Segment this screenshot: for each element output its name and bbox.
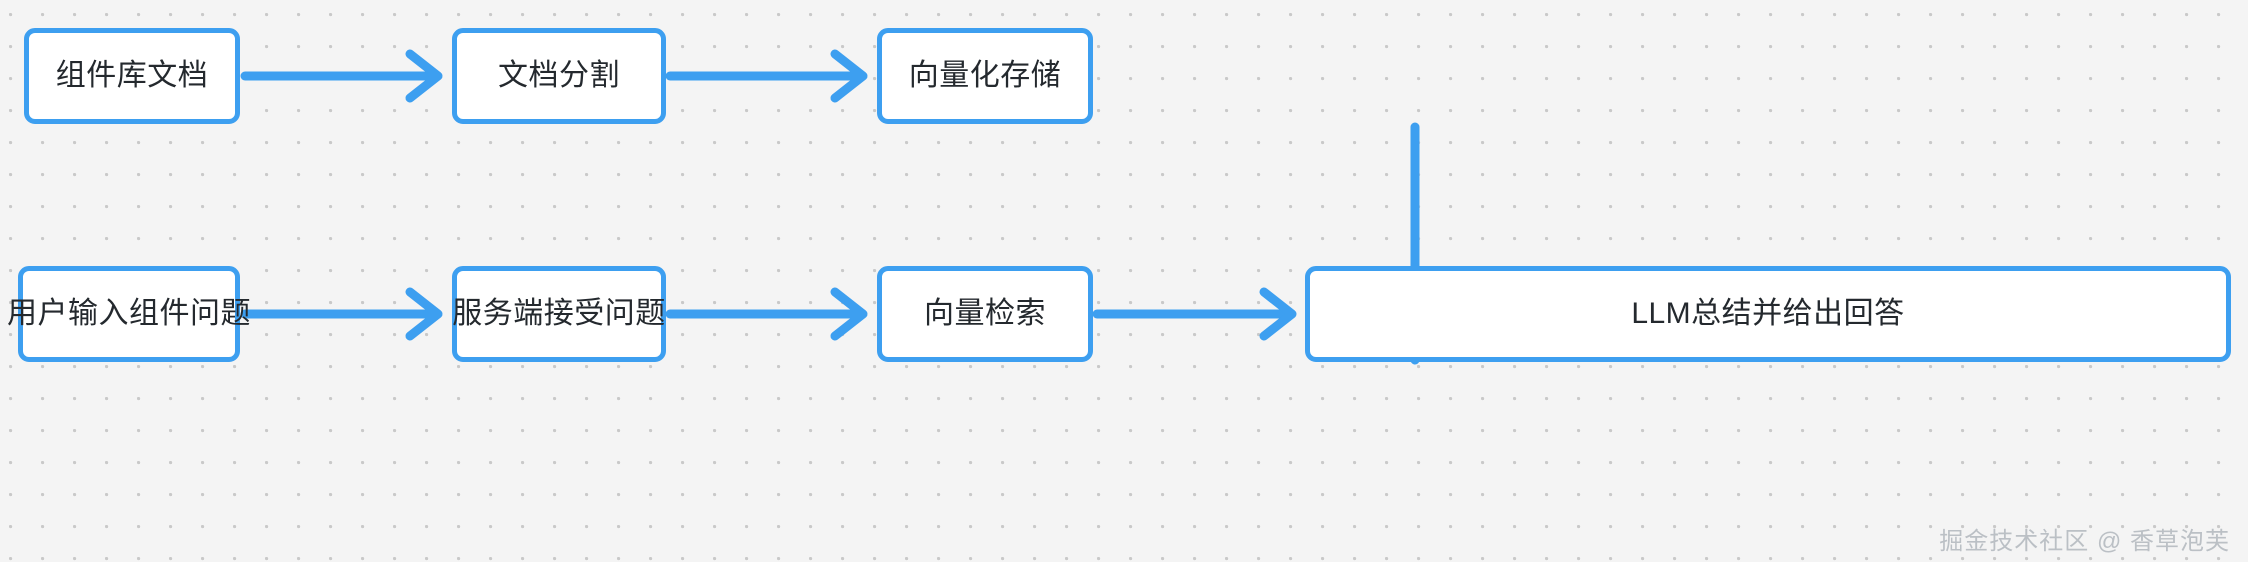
edge-doc-split-to-vector-store[interactable] <box>665 48 879 104</box>
node-vector-search[interactable]: 向量检索 <box>877 266 1093 362</box>
node-vector-store[interactable]: 向量化存储 <box>877 28 1093 124</box>
node-user-question[interactable]: 用户输入组件问题 <box>7 266 251 362</box>
node-server-receive[interactable]: 服务端接受问题 <box>452 266 666 362</box>
node-doc-source[interactable]: 组件库文档 <box>24 28 240 124</box>
node-llm-answer[interactable]: LLM总结并给出回答 <box>1305 266 2231 362</box>
node-label-server-receive: 服务端接受问题 <box>452 297 666 330</box>
edge-doc-source-to-doc-split[interactable] <box>240 48 454 104</box>
node-label-vector-store: 向量化存储 <box>908 59 1062 92</box>
edge-user-question-to-server-receive[interactable] <box>240 286 454 342</box>
node-label-doc-split: 文档分割 <box>498 59 620 92</box>
node-label-llm-answer: LLM总结并给出回答 <box>1631 297 1905 330</box>
node-label-vector-search: 向量检索 <box>924 297 1046 330</box>
node-label-doc-source: 组件库文档 <box>55 59 209 92</box>
watermark: 掘金技术社区 @ 香草泡芙 <box>1939 528 2230 555</box>
edge-vector-search-to-llm-answer[interactable] <box>1092 286 1308 342</box>
node-label-user-question: 用户输入组件问题 <box>7 297 251 330</box>
node-doc-split[interactable]: 文档分割 <box>452 28 666 124</box>
edge-server-receive-to-vector-search[interactable] <box>665 286 879 342</box>
